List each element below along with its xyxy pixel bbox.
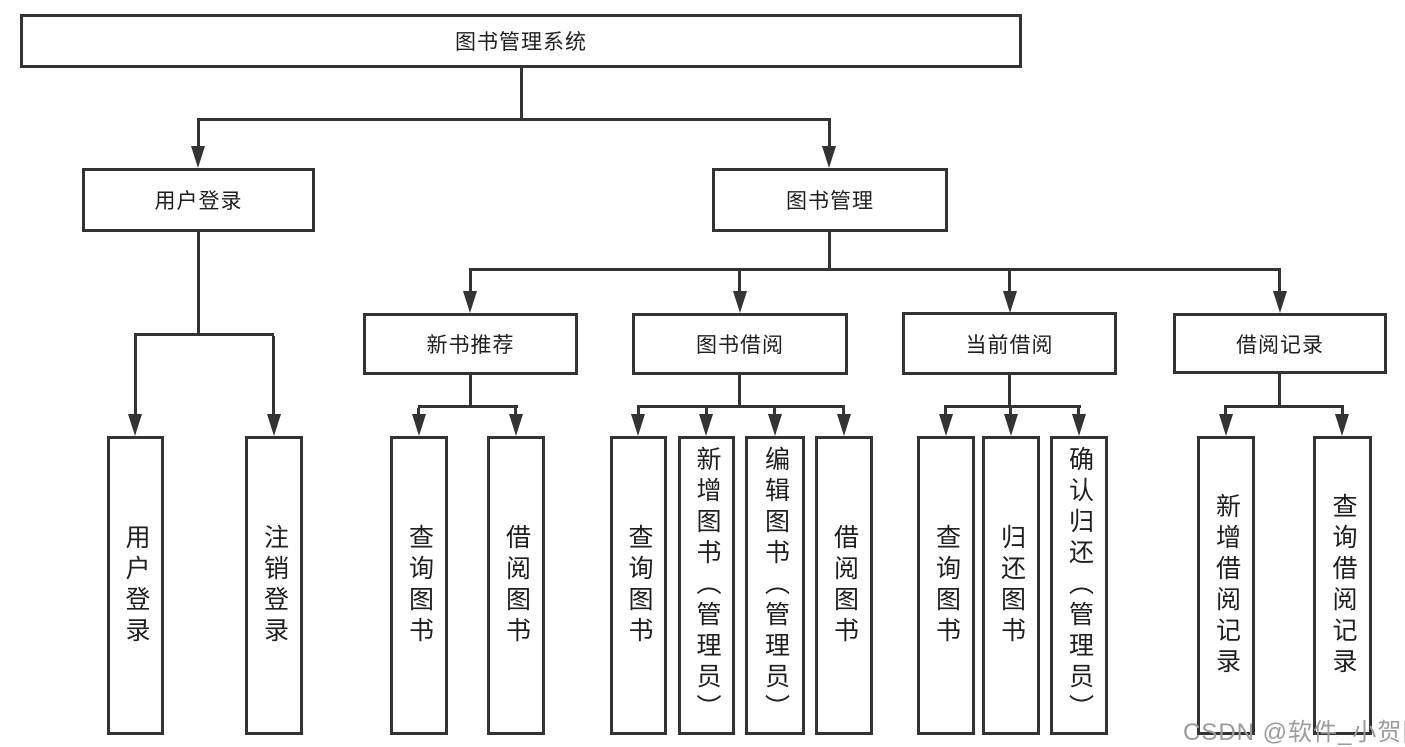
node-new-book-recommend: 新书推荐 [363,313,578,375]
node-current-borrow-label: 当前借阅 [965,333,1054,357]
leaf-query-books-borrow: 查询图书 [610,436,667,735]
node-new-book-recommend-label: 新书推荐 [426,334,515,357]
arrow-down-icon [1219,414,1233,436]
edge-drop-leaf [944,408,947,416]
arrow-down-icon [1003,291,1017,313]
node-user-login-label: 用户登录 [154,190,243,213]
leaf-add-books-admin: 新增图书（管理员） [678,436,735,735]
leaf-borrow-books-label: 借阅图书 [830,523,859,648]
edge-group-split [637,405,845,408]
arrow-down-icon [1335,414,1349,436]
arrow-down-icon [128,414,142,436]
node-user-login: 用户登录 [82,168,315,232]
leaf-query-borrow-record: 查询借阅记录 [1313,436,1372,735]
leaf-query-books-recommend: 查询图书 [390,436,448,735]
edge-group-stem [469,375,472,407]
leaf-add-borrow-record: 新增借阅记录 [1197,436,1255,735]
node-book-management: 图书管理 [712,168,948,232]
arrow-down-icon [412,414,426,436]
edge-drop-leaf [637,408,640,416]
edge-group-stem [1278,374,1281,407]
edge-drop-leaf [1341,408,1344,416]
edge-drop-group [738,271,741,293]
edge-drop-leaf [514,408,517,416]
edge-drop-leaf [1077,408,1080,416]
arrow-down-icon [191,146,205,168]
edge-drop-group [1278,271,1281,293]
leaf-add-books-admin-label: 新增图书（管理员） [693,446,721,725]
arrow-down-icon [837,414,851,436]
edge-drop-leaf [272,336,275,416]
leaf-add-borrow-record-label: 新增借阅记录 [1212,492,1241,679]
node-book-management-label: 图书管理 [786,190,874,213]
arrow-down-icon [463,291,477,313]
leaf-query-books-current: 查询图书 [917,436,975,735]
edge-group-stem [738,375,741,407]
leaf-user-login: 用户登录 [107,436,164,735]
edge-drop-book-management [828,121,831,149]
edge-drop-leaf [134,336,137,416]
arrow-down-icon [733,291,747,313]
arrow-down-icon [631,414,645,436]
arrow-down-icon [267,414,281,436]
edge-drop-leaf [773,408,776,416]
arrow-down-icon [509,414,523,436]
arrow-down-icon [1004,414,1018,436]
edge-book-management-split [469,268,1281,271]
edge-drop-leaf [1224,408,1227,416]
node-borrow-records-label: 借阅记录 [1236,333,1324,357]
edge-drop-leaf [705,408,708,416]
arrow-down-icon [939,414,953,436]
node-book-borrow: 图书借阅 [632,313,848,375]
leaf-logout-label: 注销登录 [260,523,289,648]
leaf-logout: 注销登录 [245,436,303,735]
edge-group-split [1224,405,1344,408]
arrow-down-icon [699,414,713,436]
leaf-query-books-borrow-label: 查询图书 [625,523,653,648]
leaf-query-borrow-record-label: 查询借阅记录 [1329,492,1357,679]
node-root-label: 图书管理系统 [455,31,587,54]
leaf-borrow-books-recommend-label: 借阅图书 [502,523,531,648]
leaf-confirm-return-admin-label: 确认归还（管理员） [1065,446,1094,725]
arrow-down-icon [1072,414,1086,436]
edge-group-split [944,405,1081,408]
edge-drop-leaf [1009,408,1012,416]
arrow-down-icon [822,146,836,168]
edge-group-split [418,405,518,408]
leaf-borrow-books: 借阅图书 [815,436,873,735]
edge-root-split [197,118,831,121]
leaf-borrow-books-recommend: 借阅图书 [487,436,545,735]
arrow-down-icon [1273,291,1287,313]
edge-drop-leaf [417,408,420,416]
edge-book-management-stem [828,232,831,270]
leaf-edit-books-admin-label: 编辑图书（管理员） [761,446,790,725]
leaf-confirm-return-admin: 确认归还（管理员） [1050,436,1108,735]
edge-drop-leaf [842,408,845,416]
edge-group-stem [1008,375,1011,407]
edge-root-stem [520,67,523,119]
edge-drop-group [469,271,472,293]
node-book-borrow-label: 图书借阅 [696,334,784,357]
leaf-user-login-label: 用户登录 [122,523,150,648]
edge-drop-user-login [197,121,200,149]
edge-user-login-stem [197,232,200,335]
node-root: 图书管理系统 [20,14,1022,68]
leaf-return-books: 归还图书 [982,436,1040,735]
leaf-edit-books-admin: 编辑图书（管理员） [745,436,805,735]
edge-user-login-split [134,333,274,336]
edge-drop-group [1008,271,1011,293]
node-current-borrow: 当前借阅 [902,312,1117,375]
arrow-down-icon [768,414,782,436]
leaf-query-books-current-label: 查询图书 [932,523,961,648]
leaf-return-books-label: 归还图书 [997,523,1026,648]
leaf-query-books-recommend-label: 查询图书 [405,523,434,648]
node-borrow-records: 借阅记录 [1173,313,1387,374]
watermark: CSDN @软件_小贺同学 [1183,719,1405,746]
